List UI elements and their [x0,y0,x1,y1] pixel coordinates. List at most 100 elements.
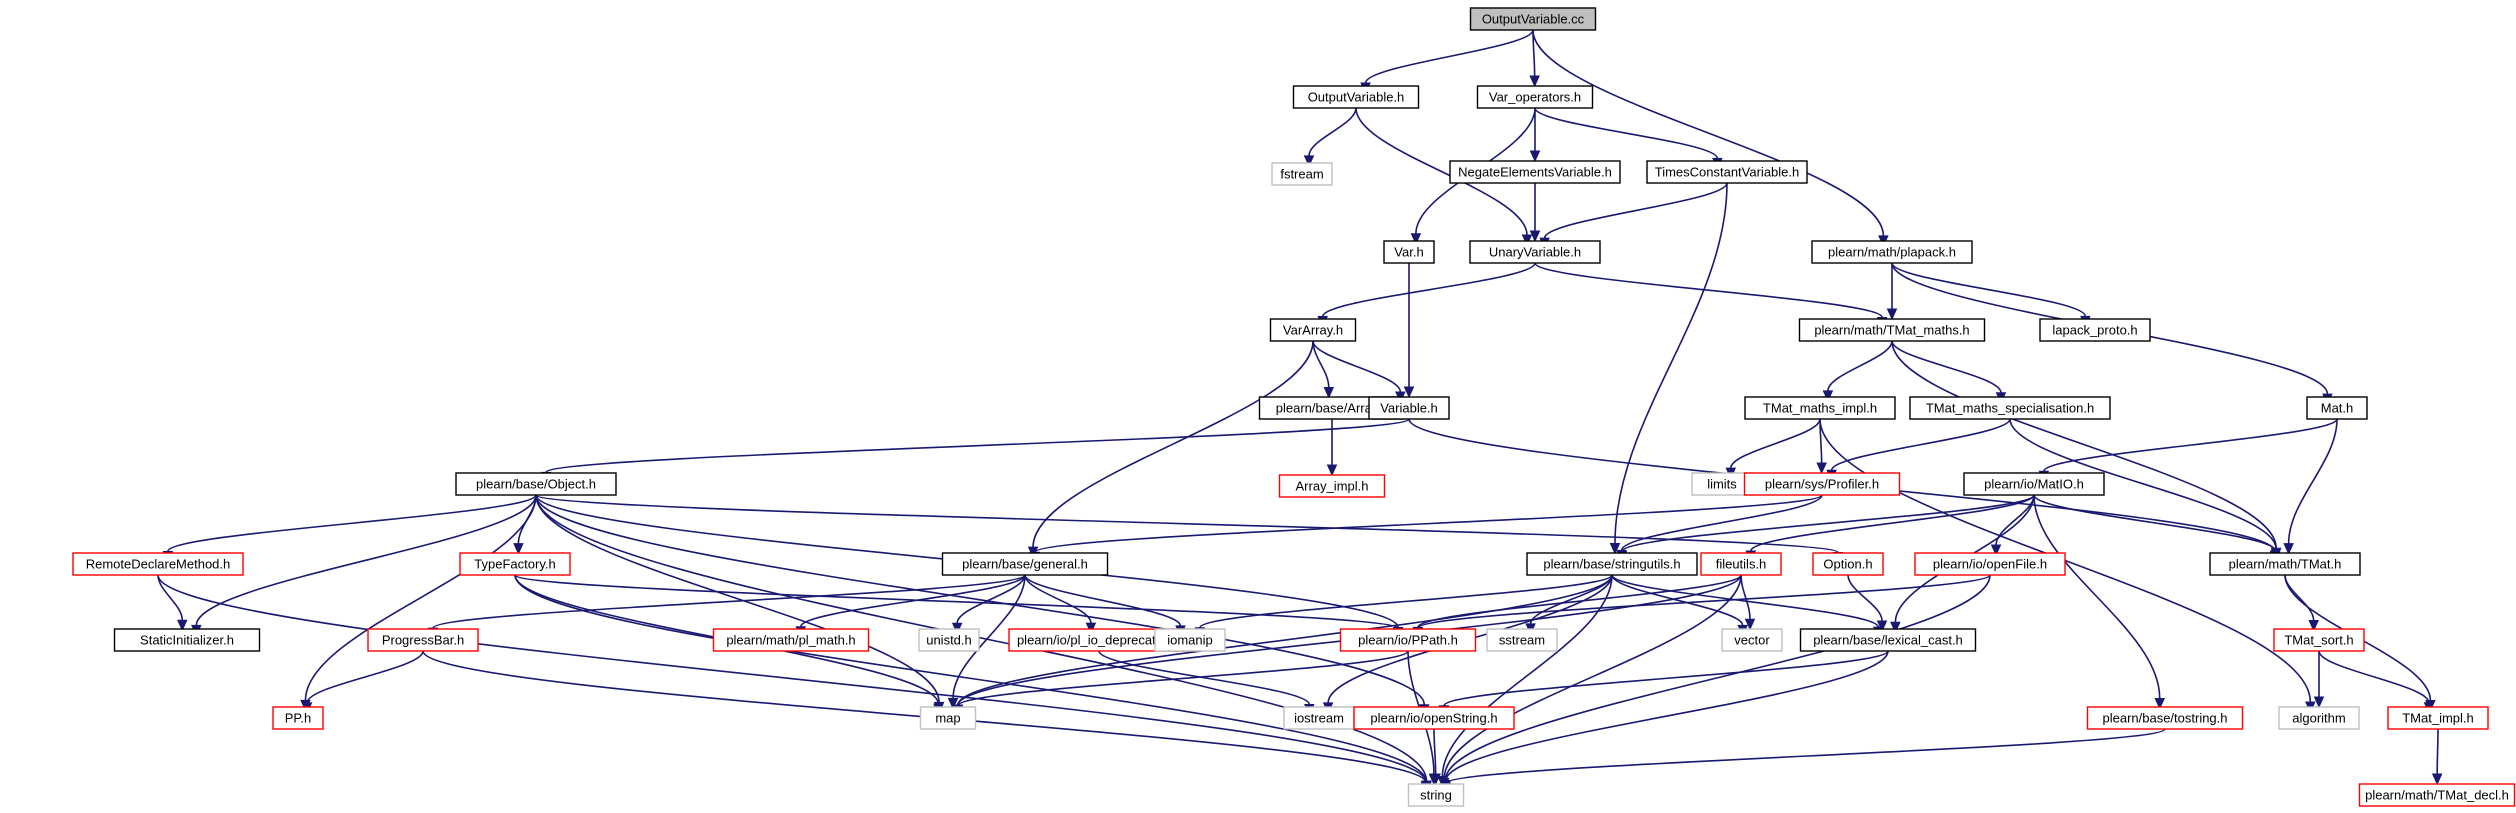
node-algorithm: algorithm [2278,706,2360,730]
node-plearn-math-tmat-h[interactable]: plearn/math/TMat.h [2209,552,2361,576]
node-label: TMat_impl.h [2402,711,2474,726]
node-box [1469,7,1597,31]
node-label: plearn/base/general.h [962,557,1088,572]
arrowhead-negate_h-to-unary_h [1529,230,1541,243]
node-label: sstream [1499,633,1545,648]
node-label: algorithm [2292,711,2345,726]
arrowhead-tmat_maths_impl_h-to-profiler_h [1816,462,1827,475]
node-box [1798,318,1986,342]
node-box [1271,162,1333,186]
node-box [1449,160,1621,184]
node-plearn-base-object-h[interactable]: plearn/base/Object.h [455,472,617,496]
node-mat-h[interactable]: Mat.h [2306,396,2368,420]
node-plearn-base-stringutils-h[interactable]: plearn/base/stringutils.h [1526,552,1698,576]
node-box [712,628,870,652]
edge-unary_h-to-vararray_h [1321,262,1536,317]
node-box [1744,396,1896,420]
edge-stringutils_h-to-vector [1611,574,1744,626]
node-box [1812,552,1884,576]
edge-lexical_cast_h-to-string [1444,650,1889,782]
node-remotedeclaremethod-h[interactable]: RemoteDeclareMethod.h [72,552,244,576]
node-label: plearn/io/pl_io_deprecated.h [1017,633,1181,648]
node-negateelementsvariable-h[interactable]: NegateElementsVariable.h [1449,160,1621,184]
edge-object_h-to-openstring_h [535,494,1426,705]
node-typefactory-h[interactable]: TypeFactory.h [459,552,571,576]
node-label: plearn/base/lexical_cast.h [1813,633,1963,648]
node-box [1700,552,1782,576]
node-tmat-maths-impl-h[interactable]: TMat_maths_impl.h [1744,396,1896,420]
edge-profiler_h-to-stringutils_h [1620,494,1823,551]
node-outputvariable-h[interactable]: OutputVariable.h [1292,85,1420,109]
node-label: plearn/base/Object.h [476,477,596,492]
node-plearn-math-tmat-decl-h[interactable]: plearn/math/TMat_decl.h [2358,783,2516,807]
node-plearn-io-ppath-h[interactable]: plearn/io/PPath.h [1339,628,1477,652]
node-plearn-io-matio-h[interactable]: plearn/io/MatIO.h [1963,472,2105,496]
node-array-impl-h[interactable]: Array_impl.h [1278,474,1386,498]
node-label: Mat.h [2321,401,2354,416]
node-box [1963,472,2105,496]
node-label: Array_impl.h [1296,479,1369,494]
node-plearn-base-lexical-cast-h[interactable]: plearn/base/lexical_cast.h [1799,628,1977,652]
node-vararray-h[interactable]: VarArray.h [1269,318,1357,342]
edge-ppath_h-to-map [957,650,1409,707]
edge-outputvariable_h-to-unary_h [1355,107,1528,236]
edge-matio_h-to-tmat_h [2033,494,2277,552]
node-plearn-io-pl-io-deprecated-h[interactable]: plearn/io/pl_io_deprecated.h [1008,628,1190,652]
node-lapack-proto-h[interactable]: lapack_proto.h [2039,318,2151,342]
node-fileutils-h[interactable]: fileutils.h [1700,552,1782,576]
edge-tmat_maths_h-to-tmat_maths_spec_h [1891,340,2002,393]
edge-general_h-to-map [952,574,1026,699]
node-label: Variable.h [1380,401,1438,416]
arrowhead-remotedeclare_h-to-staticinit_h [176,619,188,632]
node-box [1909,396,2111,420]
node-plearn-math-tmat-maths-h[interactable]: plearn/math/TMat_maths.h [1798,318,1986,342]
node-plearn-base-general-h[interactable]: plearn/base/general.h [941,552,1109,576]
node-plearn-base-tostring-h[interactable]: plearn/base/tostring.h [2086,706,2244,730]
node-plearn-sys-profiler-h[interactable]: plearn/sys/Profiler.h [1743,472,1901,496]
edge-remotedeclare_h-to-string [157,574,1427,783]
edge-stringutils_h-to-lexical_cast_h [1611,574,1879,628]
node-label: Option.h [1823,557,1872,572]
node-box [367,628,479,652]
edge-vararray_h-to-general_h [1032,340,1314,548]
node-var-h[interactable]: Var.h [1383,240,1435,264]
node-box [2039,318,2151,342]
edge-fileutils_h-to-string [1443,574,1742,779]
edge-lexical_cast_h-to-openstring_h [1443,650,1889,707]
node-plearn-math-plapack-h[interactable]: plearn/math/plapack.h [1811,240,1973,264]
arrowhead-openstring_h-to-string [1430,773,1441,786]
node-option-h[interactable]: Option.h [1812,552,1884,576]
edge-tmat_sort_h-to-tmat_impl_h [2318,650,2430,704]
node-progressbar-h[interactable]: ProgressBar.h [367,628,479,652]
node-iostream: iostream [1283,706,1355,730]
arrowhead-fileutils_h-to-vector [1744,618,1756,631]
node-plearn-io-openfile-h[interactable]: plearn/io/openFile.h [1914,552,2066,576]
edge-general_h-to-unistd_h [956,574,1026,624]
arrowhead-matio_h-to-openfile_h [1990,544,2002,557]
node-staticinitializer-h[interactable]: StaticInitializer.h [113,628,261,652]
node-unaryvariable-h[interactable]: UnaryVariable.h [1469,240,1601,264]
node-tmat-sort-h[interactable]: TMat_sort.h [2273,628,2365,652]
node-plearn-base-array-h[interactable]: plearn/base/Array.h [1258,396,1406,420]
node-variable-h[interactable]: Variable.h [1368,396,1450,420]
edge-timesconst_h-to-unary_h [1543,182,1728,239]
edge-pl_io_dep_h-to-iostream [1098,650,1311,705]
node-tmat-impl-h[interactable]: TMat_impl.h [2387,706,2489,730]
node-plearn-math-pl-math-h[interactable]: plearn/math/pl_math.h [712,628,870,652]
node-string: string [1407,783,1465,807]
edge-object_h-to-staticinit_h [195,494,537,626]
node-sstream: sstream [1486,628,1558,652]
node-tmat-maths-specialisation-h[interactable]: TMat_maths_specialisation.h [1909,396,2111,420]
node-label: plearn/math/TMat_maths.h [1814,323,1969,338]
node-timesconstantvariable-h[interactable]: TimesConstantVariable.h [1646,160,1808,184]
node-var-operators-h[interactable]: Var_operators.h [1476,85,1594,109]
node-box [1353,706,1515,730]
node-box [2278,706,2360,730]
node-box [1721,628,1783,652]
edge-matio_h-to-fileutils_h [1750,494,2035,552]
arrowhead-outputvariable_h-to-unary_h [1521,234,1533,247]
node-plearn-io-openstring-h[interactable]: plearn/io/openString.h [1353,706,1515,730]
node-outputvariable-cc[interactable]: OutputVariable.cc [1469,7,1597,31]
node-pp-h[interactable]: PP.h [272,706,324,730]
node-box [2306,396,2368,420]
